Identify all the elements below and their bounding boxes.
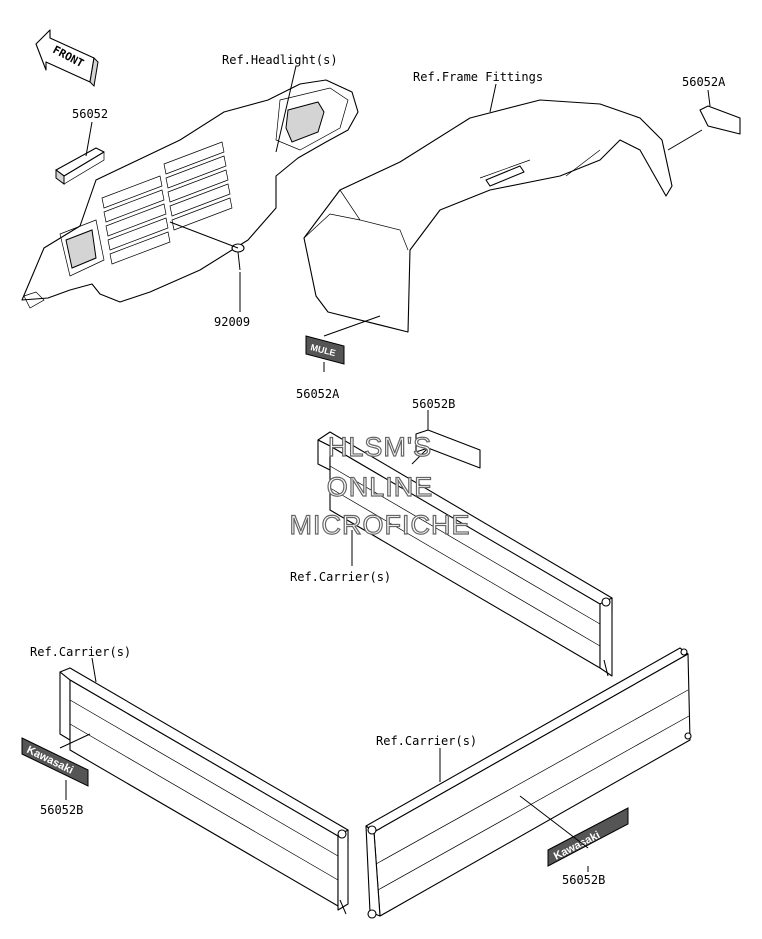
front-cover-part (21, 79, 359, 309)
frame-fittings-ref-label: Ref.Frame Fittings (413, 70, 543, 84)
right-carrier-gate-part (365, 647, 692, 919)
headlight-ref-label: Ref.Headlight(s) (222, 53, 338, 67)
kawasaki-emblem-right-part: Kawasaki (547, 807, 629, 867)
plate-56052a-part (699, 105, 741, 135)
rear-fender-part (303, 99, 673, 333)
watermark-line-1: HLSM'S (328, 432, 432, 462)
part-56052b-right-label: 56052B (562, 873, 605, 887)
watermark: HLSM'S ONLINE MICROFICHE (289, 431, 471, 540)
part-56052-label: 56052 (72, 107, 108, 121)
carrier-ref-center-label: Ref.Carrier(s) (290, 570, 391, 584)
part-56052a-emblem-label: 56052A (296, 387, 340, 401)
left-carrier-gate-part (59, 667, 349, 915)
part-56052b-left-label: 56052B (40, 803, 83, 817)
leader-lines (59, 65, 711, 872)
part-56052b-plate-label: 56052B (412, 397, 455, 411)
center-carrier-gate-part (317, 431, 613, 677)
carrier-ref-right-label: Ref.Carrier(s) (376, 734, 477, 748)
part-56052a-right-label: 56052A (682, 75, 726, 89)
mule-emblem-part: MULE (305, 335, 345, 365)
watermark-line-3: MICROFICHE (290, 510, 471, 540)
watermark-line-2: ONLINE (327, 472, 434, 502)
carrier-ref-left-label: Ref.Carrier(s) (30, 645, 131, 659)
bracket-56052-part (55, 147, 105, 185)
part-92009-label: 92009 (214, 315, 250, 329)
front-arrow-icon: FRONT (35, 29, 99, 88)
